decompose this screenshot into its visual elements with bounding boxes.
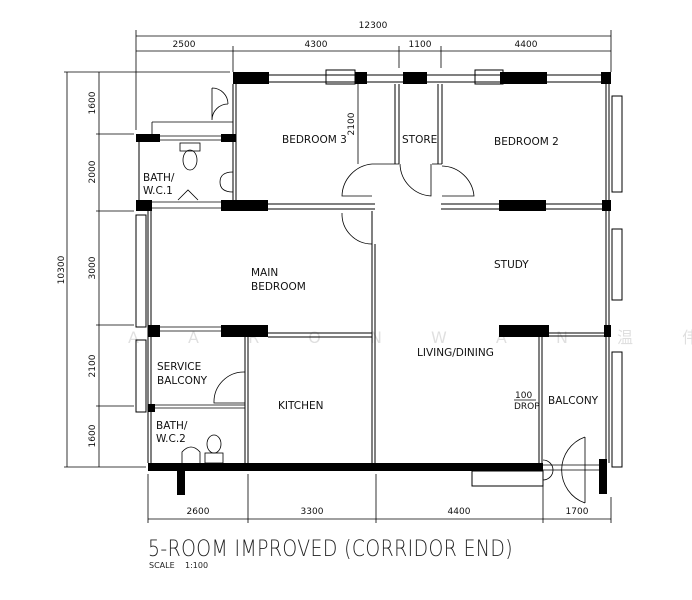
floor-trap-icon — [177, 189, 199, 201]
dim-bottom-3: 4400 — [448, 507, 471, 517]
dim-store-depth: 2100 — [347, 112, 357, 135]
plan-title: 5-ROOM IMPROVED (CORRIDOR END) — [148, 537, 513, 562]
room-bedroom2: BEDROOM 2 — [494, 136, 559, 148]
scale-label: SCALE — [149, 561, 175, 570]
basin-icon-2 — [181, 446, 201, 463]
room-kitchen: KITCHEN — [278, 400, 324, 412]
room-labels: BEDROOM 3 STORE BEDROOM 2 BATH/ W.C.1 MA… — [143, 134, 599, 445]
dim-top-2: 4300 — [305, 40, 328, 50]
dim-top-3: 1100 — [409, 40, 432, 50]
toilet-icon — [182, 149, 198, 171]
room-study: STUDY — [494, 259, 529, 271]
dim-left-3: 3000 — [88, 256, 98, 279]
room-bath2-line1: BATH/ — [156, 420, 188, 432]
drop-value: 100 — [515, 391, 532, 401]
room-bath1-line1: BATH/ — [143, 172, 175, 184]
fixtures — [177, 142, 234, 464]
room-bath2-line2: W.C.2 — [156, 433, 186, 445]
dim-bottom-2: 3300 — [301, 507, 324, 517]
dim-left-5: 1600 — [88, 424, 98, 447]
dim-left-4: 2100 — [88, 354, 98, 377]
dim-left-2: 2000 — [88, 160, 98, 183]
walls: 2100 — [135, 69, 623, 504]
dim-top-total: 12300 — [359, 21, 388, 31]
bottom-dimensions: 2600 3300 4400 1700 — [147, 474, 612, 523]
toilet-icon-2 — [206, 434, 222, 454]
room-service-balcony-line1: SERVICE — [157, 361, 201, 373]
scale-value: 1:100 — [185, 561, 208, 570]
dim-bottom-1: 2600 — [187, 507, 210, 517]
dim-bottom-4: 1700 — [566, 507, 589, 517]
room-living-dining: LIVING/DINING — [417, 347, 494, 359]
top-dimensions: 12300 2500 4300 1100 4400 — [135, 21, 612, 130]
left-dimensions: 10300 1600 2000 3000 2100 1600 — [57, 71, 230, 468]
dim-top-4: 4400 — [515, 40, 538, 50]
room-service-balcony-line2: BALCONY — [157, 375, 208, 387]
basin-icon — [219, 171, 234, 193]
toilet-tank-icon — [179, 142, 201, 152]
dim-left-total: 10300 — [57, 255, 67, 284]
room-store: STORE — [402, 134, 437, 146]
drop-label: DROP — [514, 402, 540, 412]
dim-left-1: 1600 — [88, 91, 98, 114]
room-main-bedroom-line1: MAIN — [251, 267, 278, 279]
watermark: A A R O N W A N 温 伟 雄 — [128, 328, 692, 347]
room-bedroom3: BEDROOM 3 — [282, 134, 347, 146]
dim-top-1: 2500 — [173, 40, 196, 50]
room-main-bedroom-line2: BEDROOM — [251, 281, 306, 293]
room-balcony: BALCONY — [548, 395, 599, 407]
room-bath1-line2: W.C.1 — [143, 185, 173, 197]
